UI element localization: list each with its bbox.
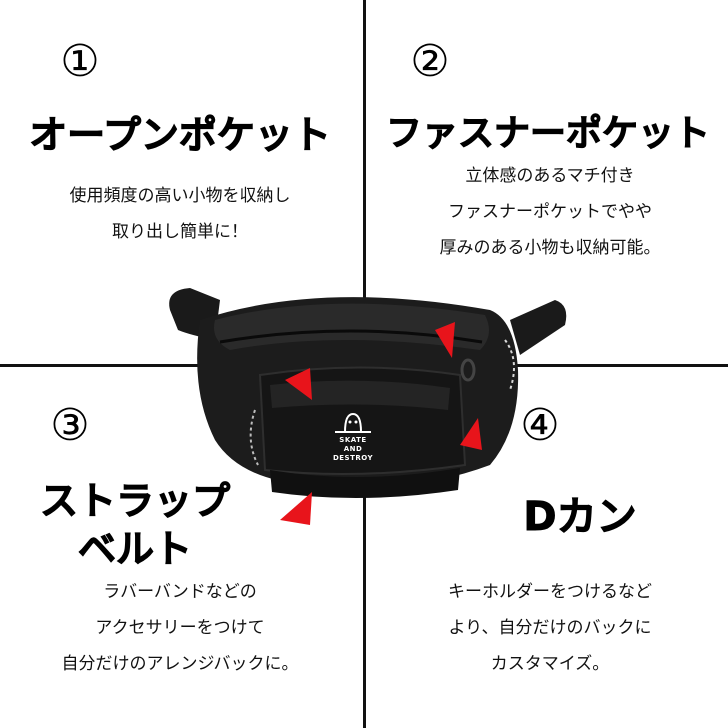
panel-1-title: オープンポケット [29,113,332,158]
side-cord [504,339,515,391]
arrow-open-pocket [285,368,312,400]
panel-4-description-line: カスタマイズ。 [490,654,610,674]
panel-1-description-line: 使用頻度の高い小物を収納し [69,186,291,206]
panel-3-description-line: 自分だけのアレンジバックに。 [61,654,299,674]
panel-2-description: 立体感のあるマチ付き ファスナーポケットでやや 厚みのある小物も収納可能。 [380,158,720,266]
panel-1-description-line: 取り出し簡単に！ [112,222,248,242]
logo-figure-icon [335,412,371,433]
d-ring [460,358,476,382]
logo-text-line: DESTROY [332,454,374,462]
panel-2-description-line: ファスナーポケットでやや [448,202,652,222]
bag-top-panel [214,303,489,350]
arrow-zipper-pocket [435,322,455,358]
logo-text-line: AND [343,445,363,453]
panel-1-description: 使用頻度の高い小物を収納し 取り出し簡単に！ [10,178,350,250]
panel-1-number: ① [60,36,100,87]
right-strap [510,300,567,355]
waist-bag-image [169,288,567,525]
panel-4-description-line: より、自分だけのバックに [448,618,652,638]
panel-4-description-line: キーホルダーをつけるなど [448,582,652,602]
skate-and-destroy-logo: SKATE AND DESTROY [318,408,388,470]
panel-2-description-line: 厚みのある小物も収納可能。 [439,238,661,258]
panel-4-number: ④ [520,400,560,451]
bottom-band [270,468,460,499]
panel-3-title-line-2: ベルト [77,527,192,572]
panel-3-description-line: ラバーバンドなどの [103,582,257,602]
panel-3-description-line: アクセサリーをつけて [95,618,265,638]
logo-text-line: SKATE [339,436,367,444]
open-pocket [270,380,450,410]
panel-2-title: ファスナーポケット [385,113,710,155]
panel-4-title: Dカン [523,494,637,541]
arrow-strap-belt [280,492,312,525]
panel-3-number: ③ [50,400,90,451]
panel-3-description: ラバーバンドなどの アクセサリーをつけて 自分だけのアレンジバックに。 [10,574,350,682]
arrow-d-ring [460,418,482,450]
panel-3-title-line-1: ストラップ [39,479,230,524]
panel-2-number: ② [410,36,450,87]
panel-2-description-line: 立体感のあるマチ付き [465,166,635,186]
panel-4-description: キーホルダーをつけるなど より、自分だけのバックに カスタマイズ。 [380,574,720,682]
